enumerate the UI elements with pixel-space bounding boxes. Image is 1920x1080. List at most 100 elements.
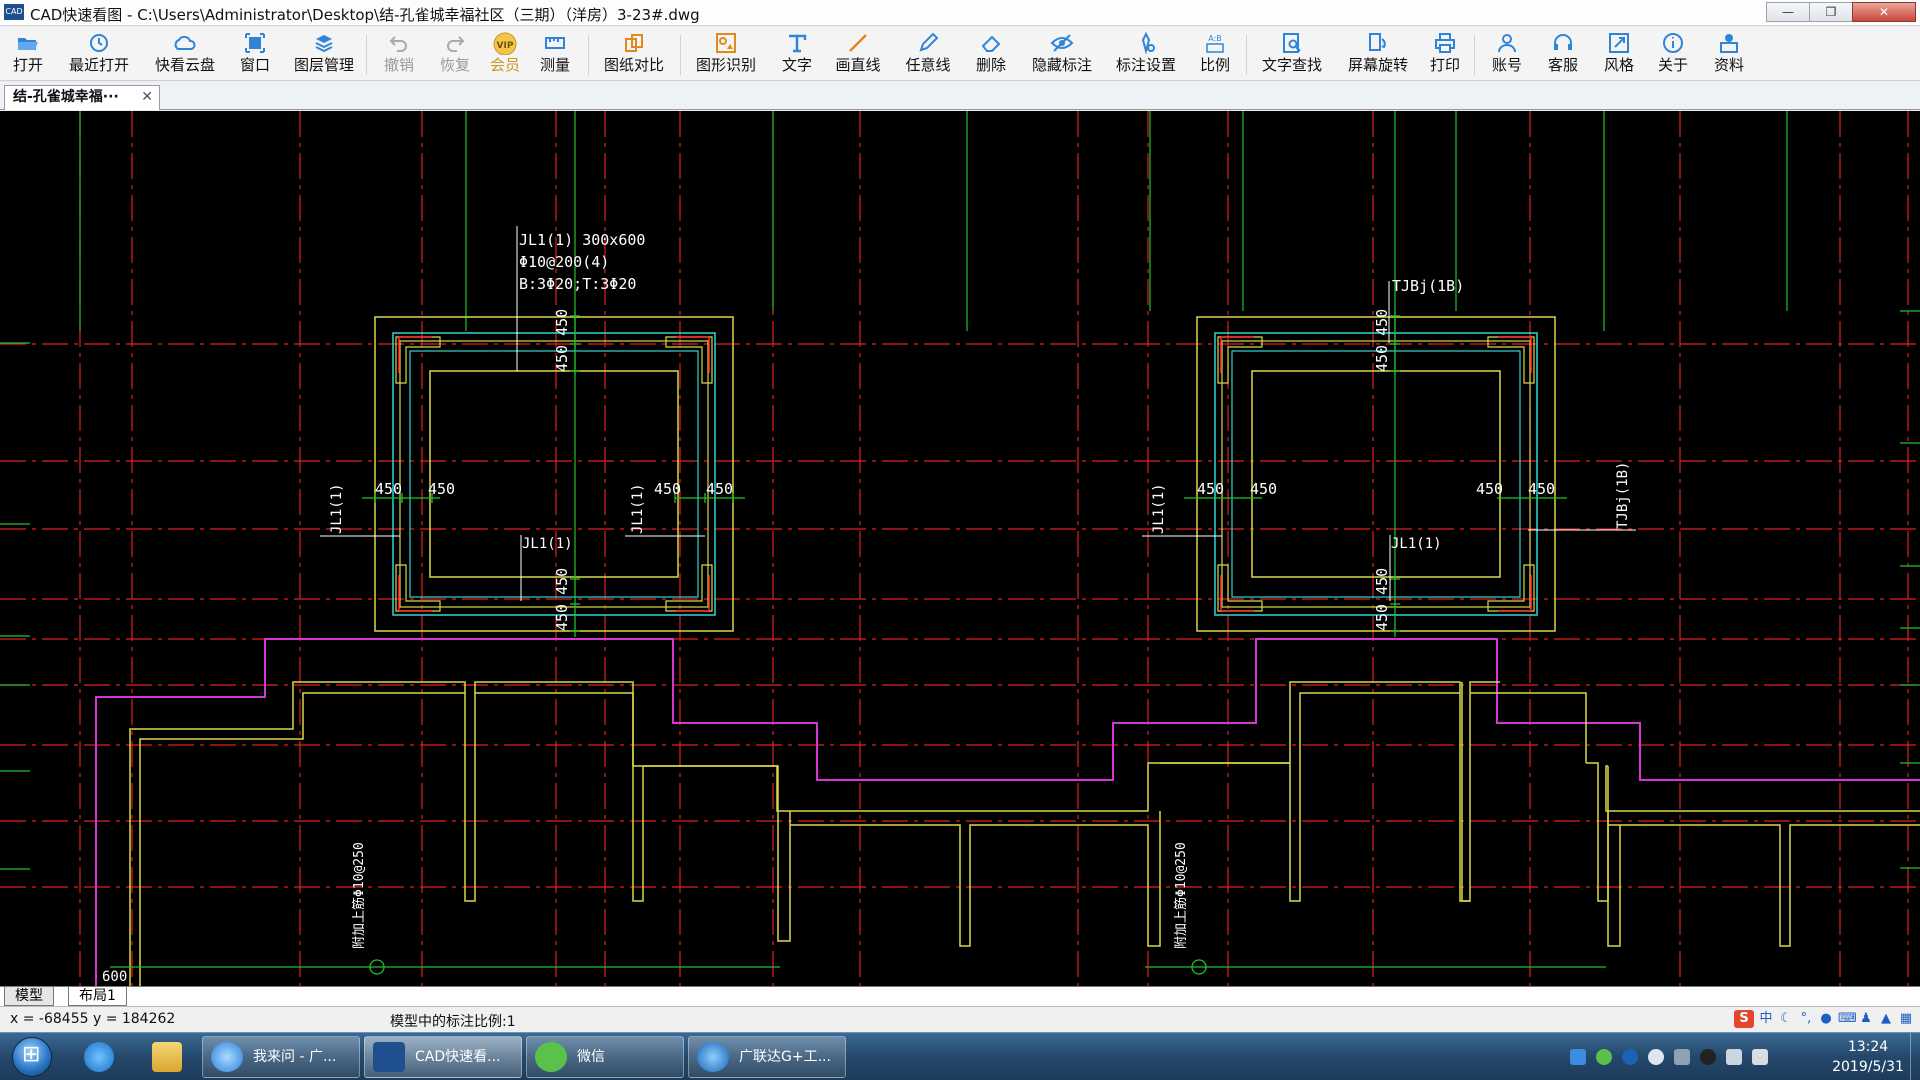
about-button[interactable]: 关于 — [1656, 31, 1690, 79]
user-profile-icon[interactable]: ♟ — [1860, 1011, 1872, 1026]
recent-label: 最近打开 — [68, 56, 129, 74]
cad-drawing[interactable]: JL1(1) 300x600 Φ10@200(4) B:3Φ20;T:3Φ20 … — [0, 111, 1920, 986]
freeline-label: 任意线 — [905, 56, 951, 74]
compare-button[interactable]: 图纸对比 — [602, 31, 666, 79]
taskbar-item[interactable]: CAD快速看... — [364, 1036, 522, 1078]
shirt-icon[interactable]: ▲ — [1881, 1011, 1891, 1026]
grid-lines-green — [0, 111, 1920, 870]
window-title: CAD快速看图 - C:\Users\Administrator\Desktop… — [30, 6, 700, 24]
bottom-dimension: 450 450 — [553, 568, 571, 631]
minimize-button[interactable]: — — [1766, 2, 1810, 22]
signal-bars-icon[interactable] — [1726, 1049, 1742, 1065]
taskbar-item-label: CAD快速看... — [415, 1049, 501, 1065]
sogou-ime-icon[interactable]: S — [1734, 1010, 1754, 1028]
account-button[interactable]: 账号 — [1490, 31, 1524, 79]
draw-line-button[interactable]: 画直线 — [834, 31, 882, 79]
recognize-button[interactable]: 图形识别 — [694, 31, 758, 79]
svg-text:VIP: VIP — [497, 41, 514, 51]
keyboard-icon[interactable]: ⌨ — [1838, 1011, 1857, 1026]
windows-logo-icon — [12, 1037, 52, 1077]
compare-icon — [625, 34, 643, 52]
undo-button[interactable]: 撤销 — [382, 31, 416, 79]
resources-label: 资料 — [1713, 56, 1744, 74]
moon-icon[interactable]: ☾ — [1780, 1011, 1792, 1026]
window-controls: — ❐ ✕ — [1766, 2, 1916, 24]
ratio-icon: A:B — [1206, 34, 1224, 53]
window-button[interactable]: 窗口 — [238, 31, 272, 79]
redo-button[interactable]: 恢复 — [438, 31, 472, 79]
glodon-app-icon — [697, 1042, 729, 1072]
cloud-button[interactable]: 快看云盘 — [150, 31, 220, 79]
delete-button[interactable]: 删除 — [974, 31, 1008, 79]
beam-side-label-left: JL1(1) — [1151, 483, 1167, 534]
measure-label: 测量 — [539, 56, 570, 74]
pinned-app-browser[interactable] — [68, 1036, 128, 1078]
undo-icon — [389, 36, 407, 52]
vip-button[interactable]: VIP 会员 — [488, 31, 522, 79]
service-button[interactable]: 客服 — [1546, 31, 1580, 79]
cloud-label: 快看云盘 — [154, 56, 215, 74]
style-icon — [1609, 33, 1629, 53]
qq-penguin-icon[interactable] — [1700, 1049, 1716, 1065]
ime-language-indicator[interactable]: 中 — [1759, 1011, 1773, 1026]
volume-muted-icon[interactable] — [1752, 1049, 1768, 1065]
dimension-left-1: 450 — [375, 480, 402, 498]
punctuation-icon[interactable]: °, — [1800, 1011, 1812, 1026]
print-button[interactable]: 打印 — [1428, 31, 1462, 79]
status-bar: x = -68455 y = 184262 模型中的标注比例:1 S 中 ☾ °… — [0, 1006, 1920, 1032]
taskbar-item[interactable]: 广联达G+工... — [688, 1036, 846, 1078]
microphone-icon[interactable]: ● — [1820, 1011, 1832, 1026]
freeline-button[interactable]: 任意线 — [904, 31, 952, 79]
start-button[interactable] — [4, 1034, 60, 1080]
main-toolbar: 打开 最近打开 快看云盘 窗口 图层管理 撤销 恢复 VIP 会员 测量 图纸对… — [0, 27, 1920, 81]
hide-dim-button[interactable]: 隐藏标注 — [1030, 31, 1094, 79]
open-button[interactable]: 打开 — [8, 31, 48, 79]
clock-time: 13:24 — [1847, 1039, 1889, 1055]
glodon-tray-icon[interactable] — [1622, 1049, 1638, 1065]
drawing-canvas[interactable]: JL1(1) 300x600 Φ10@200(4) B:3Φ20;T:3Φ20 … — [0, 111, 1920, 986]
shield-icon[interactable] — [1570, 1049, 1586, 1065]
notification-bell-icon[interactable] — [1648, 1049, 1664, 1065]
beam-label-3: B:3Φ20;T:3Φ20 — [519, 275, 636, 293]
ratio-button[interactable]: A:B 比例 — [1198, 31, 1232, 79]
show-desktop-button[interactable] — [1910, 1033, 1920, 1080]
layers-button[interactable]: 图层管理 — [292, 31, 356, 79]
style-button[interactable]: 风格 — [1602, 31, 1636, 79]
ratio-label: 比例 — [1199, 56, 1230, 74]
close-tab-icon[interactable]: ✕ — [141, 89, 153, 105]
find-text-button[interactable]: 文字查找 — [1260, 31, 1324, 79]
folder-open-icon — [18, 38, 38, 50]
find-text-label: 文字查找 — [1261, 56, 1322, 74]
resources-button[interactable]: 资料 — [1712, 31, 1746, 79]
taskbar-item[interactable]: 我来问 - 广... — [202, 1036, 360, 1078]
dimension-right-2: 450 — [1528, 480, 1555, 498]
tab-model[interactable]: 模型 — [4, 987, 54, 1006]
tab-layout1[interactable]: 布局1 — [68, 987, 127, 1006]
taskbar-item[interactable]: 微信 — [526, 1036, 684, 1078]
left-rebar-note: 附加上筋Φ10@250 — [351, 842, 367, 949]
rotate-button[interactable]: 屏幕旋转 — [1346, 31, 1410, 79]
document-tab[interactable]: 结-孔雀城幸福··· ✕ — [4, 85, 160, 110]
measure-button[interactable]: 测量 — [538, 31, 572, 79]
recent-button[interactable]: 最近打开 — [64, 31, 134, 79]
bottom-dimension: 450 450 — [1373, 568, 1391, 631]
network-device-icon[interactable] — [1674, 1049, 1690, 1065]
toolbox-icon[interactable]: ▦ — [1899, 1011, 1913, 1026]
recognize-label: 图形识别 — [695, 56, 756, 74]
beam-label-1: JL1(1) 300x600 — [519, 231, 645, 249]
dim-settings-button[interactable]: 标注设置 — [1114, 31, 1178, 79]
text-button[interactable]: 文字 — [780, 31, 814, 79]
close-window-button[interactable]: ✕ — [1852, 2, 1916, 22]
delete-label: 删除 — [975, 56, 1006, 74]
maximize-button[interactable]: ❐ — [1809, 2, 1853, 22]
layout-tab-bar: 模型 布局1 — [0, 986, 1920, 1006]
shape-recognize-icon — [716, 33, 736, 53]
cursor-coordinates: x = -68455 y = 184262 — [10, 1011, 176, 1027]
rotate-label: 屏幕旋转 — [1347, 56, 1408, 74]
eye-hidden-icon — [1050, 34, 1074, 52]
bottom-rebar-line — [110, 959, 1606, 975]
pinned-app-explorer[interactable] — [136, 1036, 196, 1078]
wechat-tray-icon[interactable] — [1596, 1049, 1612, 1065]
system-clock[interactable]: 13:24 2019/5/31 — [1828, 1037, 1908, 1077]
compare-label: 图纸对比 — [603, 56, 664, 74]
